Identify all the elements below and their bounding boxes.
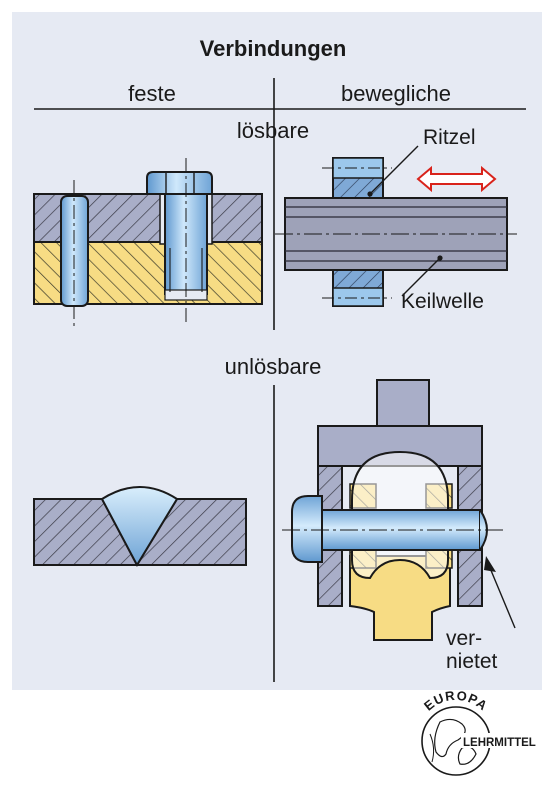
title: Verbindungen (200, 36, 347, 61)
riveted-joint (282, 379, 516, 641)
weld-joint (33, 486, 247, 568)
pinion-on-spline-shaft (275, 145, 517, 307)
label-keilwelle: Keilwelle (401, 290, 484, 313)
logo-word-lehrmittel: LEHRMITTEL (463, 737, 536, 749)
bolt-head (146, 171, 213, 195)
europa-lehrmittel-logo: EUROPA LEHRMITTEL (421, 688, 547, 776)
panel-background (12, 12, 542, 690)
pin-and-bolt-joint (33, 158, 263, 326)
column-header-feste: feste (128, 81, 176, 106)
label-nietet: nietet (446, 650, 498, 673)
label-ver: ver- (446, 627, 482, 650)
row-label-unloesbare: unlösbare (225, 354, 322, 379)
column-header-bewegliche: bewegliche (341, 81, 451, 106)
movement-arrow (416, 165, 497, 193)
rivet-head (291, 495, 323, 563)
label-ritzel: Ritzel (423, 126, 476, 149)
weld-seam (100, 486, 179, 568)
row-label-loesbare: lösbare (237, 118, 309, 143)
